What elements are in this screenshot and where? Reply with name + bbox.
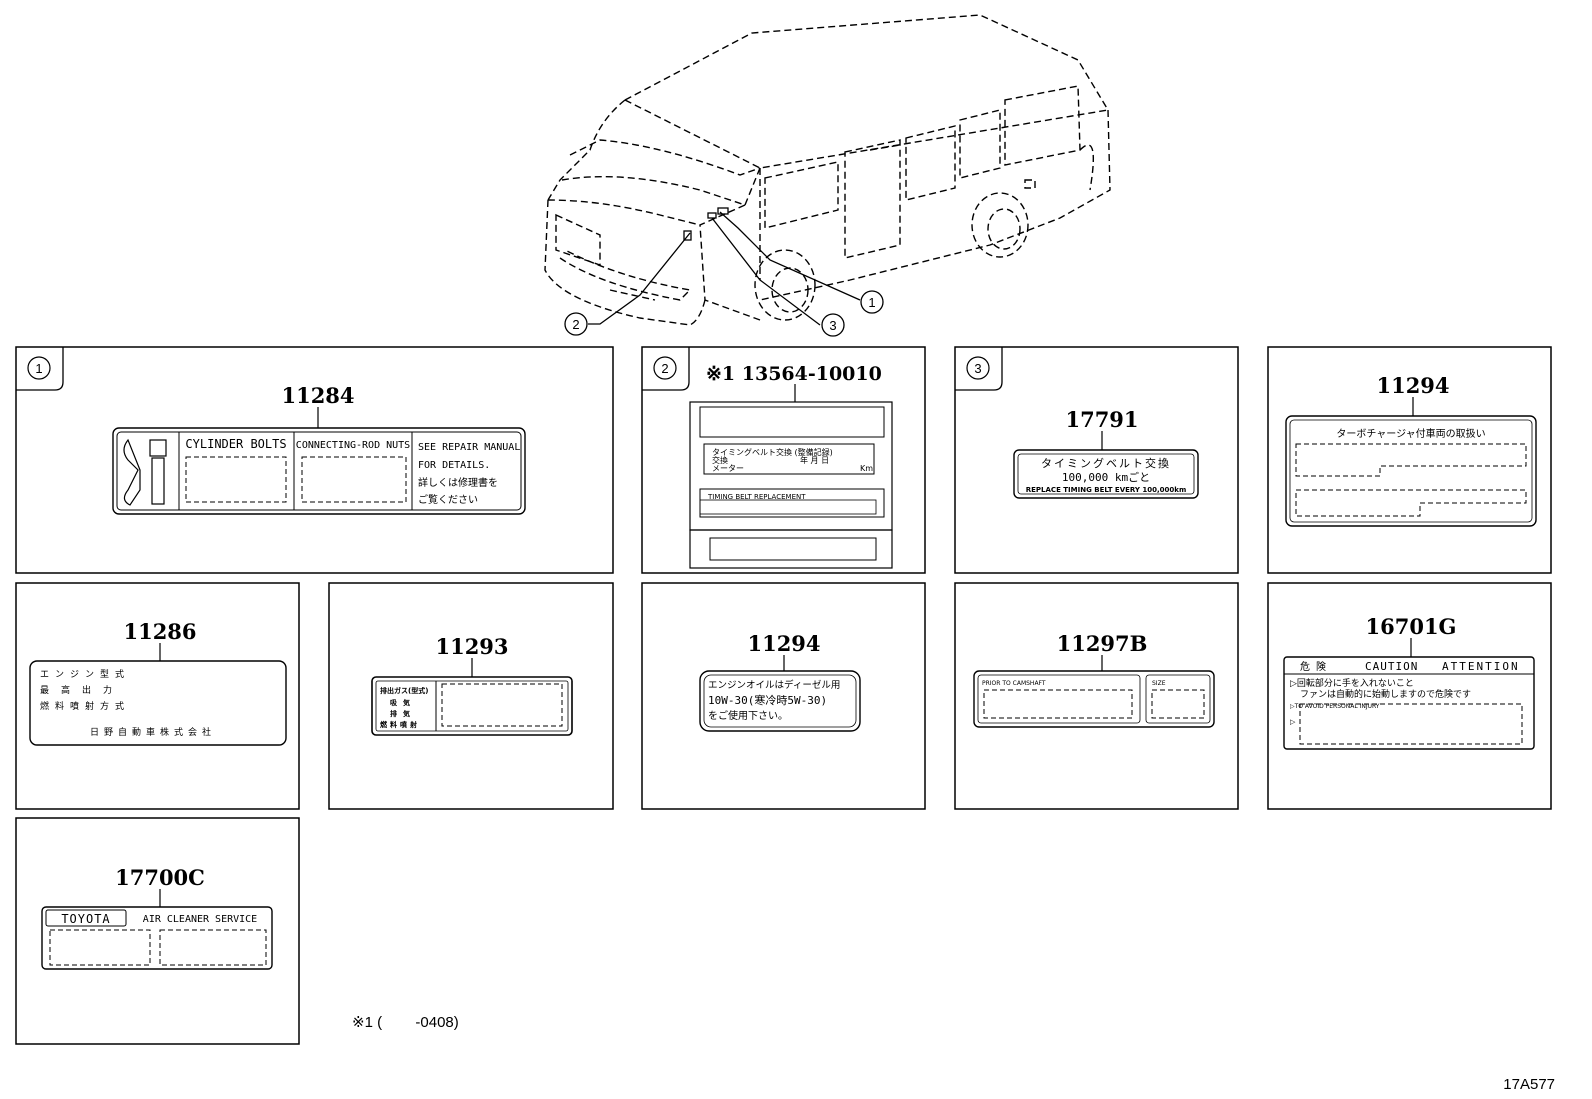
line-3: 排気 — [390, 709, 416, 718]
wrench-bolt-icon — [123, 438, 167, 506]
part-number: 11284 — [281, 383, 354, 408]
panel-11294-turbo: 11294 ターボチャージャ付車両の取扱い — [1267, 346, 1552, 574]
part-number: ※1 13564-10010 — [706, 363, 882, 385]
reg-km: Km — [860, 464, 873, 473]
panel-callout: 2 — [661, 361, 668, 376]
line-2: 10W-30(寒冷時5W-30) — [708, 693, 827, 707]
cell-cylinder-bolts: CYLINDER BOLTS — [185, 437, 286, 451]
part-number: 11294 — [747, 631, 820, 656]
panel-11286: 11286 エンジン型式 最高出力 燃料噴射方式 日野自動車株式会社 — [15, 582, 300, 810]
line-2: ファンは自動的に始動しますので危険です — [1300, 688, 1471, 700]
leader-2 — [588, 232, 691, 325]
leader-3 — [711, 217, 821, 326]
label-spot-3 — [707, 212, 717, 219]
panel-17791: 3 17791 タイミングベルト交換 100,000 kmごと REPLACE … — [954, 346, 1239, 574]
part-number: 11286 — [123, 619, 196, 644]
line-3: をご使用下さい。 — [708, 709, 788, 722]
cell-size: SIZE — [1152, 680, 1166, 687]
panel-16701g: 16701G 危険 CAUTION ATTENTION ▷回転部分に手を入れない… — [1267, 582, 1552, 810]
label-title: ターボチャージャ付車両の取扱い — [1336, 427, 1485, 440]
label-title: AIR CLEANER SERVICE — [143, 914, 257, 925]
part-number: 17791 — [1065, 407, 1138, 432]
panel-11284: 1 11284 CYLINDER BOLTS CONNECTING-ROD NU… — [15, 346, 614, 574]
part-number: 16701G — [1366, 614, 1457, 639]
part-number: 11297B — [1057, 631, 1148, 656]
label-line-2: 100,000 kmごと — [1062, 470, 1150, 484]
header-caution: CAUTION — [1365, 660, 1418, 673]
header-danger: 危険 — [1300, 661, 1332, 673]
line-2: 吸気 — [390, 698, 416, 707]
callout-1: 1 — [860, 290, 884, 314]
line-4: 燃料噴射 — [379, 720, 420, 729]
label-spot-2 — [683, 230, 692, 241]
note-line-3: 詳しくは修理書を — [418, 476, 498, 489]
line-maker: 日野自動車株式会社 — [90, 726, 216, 738]
part-number: 11294 — [1376, 373, 1449, 398]
line-1: 排出ガス(型式) — [380, 686, 428, 695]
label-line-3: REPLACE TIMING BELT EVERY 100,000km — [1026, 486, 1186, 494]
note-line-4: ご覧ください — [418, 493, 478, 506]
cell-connecting-rod-nuts: CONNECTING-ROD NUTS — [296, 440, 410, 451]
panel-11297b: 11297B PRIOR TO CAMSHAFT SIZE — [954, 582, 1239, 810]
panel-17700c: 17700C TOYOTA AIR CLEANER SERVICE — [15, 817, 300, 1045]
line-3: ▷TO AVOID PERSONAL INJURY — [1290, 703, 1380, 710]
label-line-1: タイミングベルト交換 — [1041, 456, 1171, 470]
callout-2: 2 — [564, 312, 588, 336]
note-line-2: FOR DETAILS. — [418, 460, 490, 471]
cell-prior-to-camshaft: PRIOR TO CAMSHAFT — [982, 680, 1046, 687]
reg-english: TIMING BELT REPLACEMENT — [707, 493, 806, 501]
svg-text:2: 2 — [572, 317, 579, 332]
part-number: 17700C — [115, 865, 205, 890]
line-1: ▷回転部分に手を入れないこと — [1290, 677, 1414, 689]
svg-text:3: 3 — [829, 318, 836, 333]
callout-leaders — [588, 207, 861, 326]
part-number: 11293 — [435, 634, 508, 659]
line-4: ▷ — [1290, 718, 1296, 726]
svg-text:1: 1 — [868, 295, 875, 310]
footnote: ※1 ( -0408) — [352, 1014, 459, 1031]
reg-meter: メーター — [712, 464, 744, 473]
line-1: エンジンオイルはディーゼル用 — [708, 679, 840, 691]
line-max-output: 最高出力 — [40, 684, 124, 696]
brand-toyota: TOYOTA — [61, 912, 110, 926]
note-line-1: SEE REPAIR MANUAL — [418, 442, 520, 453]
panel-11294-oil: 11294 エンジンオイルはディーゼル用 10W-30(寒冷時5W-30) をご… — [641, 582, 926, 810]
header-attention: ATTENTION — [1442, 660, 1520, 673]
reg-replace: 交換 — [712, 455, 728, 465]
callout-3: 3 — [821, 313, 845, 337]
reg-title: タイミングベルト交換 (整備記録) — [712, 447, 833, 457]
line-engine-type: エンジン型式 — [40, 668, 130, 680]
leader-1 — [719, 211, 861, 301]
panel-11293: 11293 排出ガス(型式) 吸気 排気 燃料噴射 — [328, 582, 614, 810]
van-illustration — [544, 14, 1111, 326]
label-spot-1 — [717, 207, 729, 215]
reg-date: 年 月 日 — [800, 455, 829, 465]
panel-13564-10010: 2 ※1 13564-10010 タイミングベルト交換 (整備記録) 交換 年 … — [641, 346, 926, 574]
panel-callout: 3 — [974, 361, 981, 376]
diagram-id: 17A577 — [1503, 1076, 1555, 1093]
panel-callout: 1 — [35, 361, 42, 376]
line-fuel-injection: 燃料噴射方式 — [40, 700, 130, 712]
